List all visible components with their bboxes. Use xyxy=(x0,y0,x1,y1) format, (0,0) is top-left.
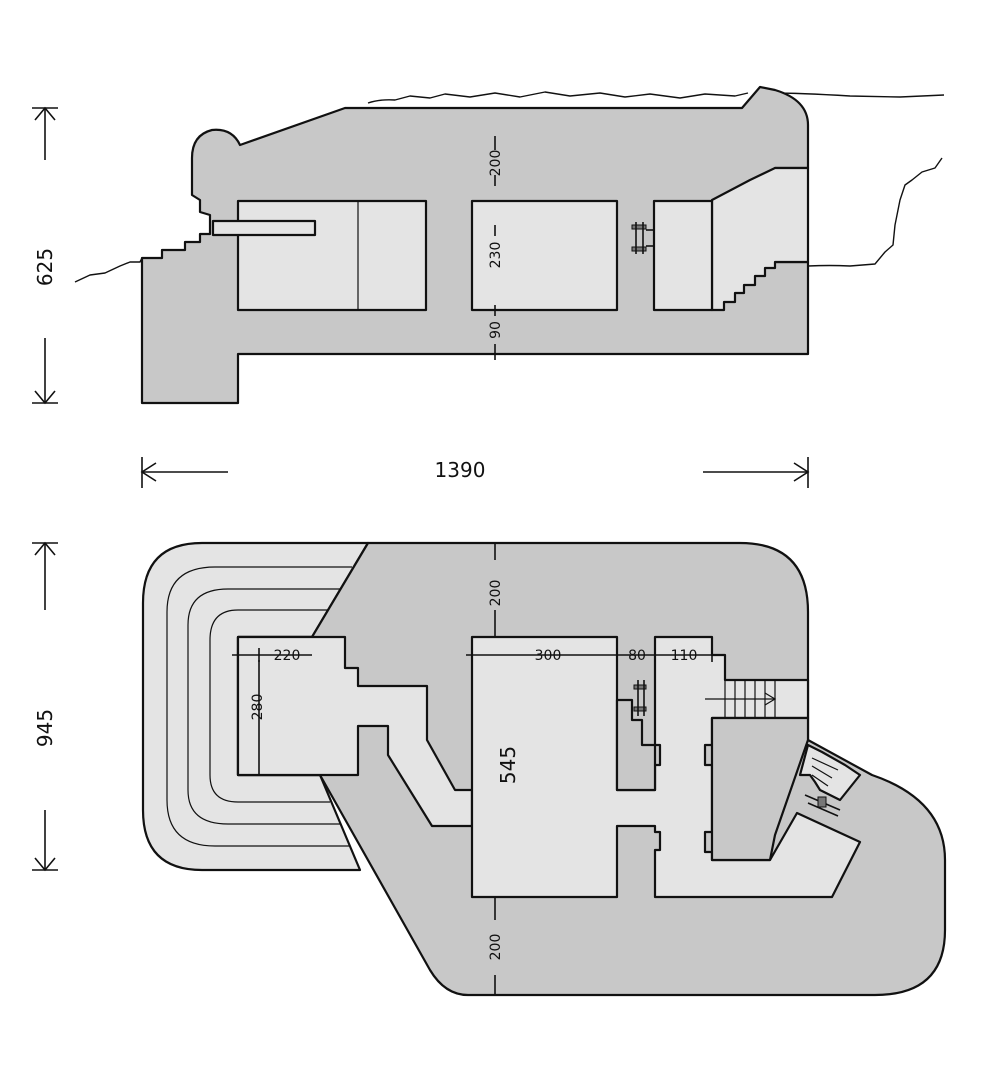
plan-guard-room xyxy=(615,698,657,792)
dim-room-height: 230 xyxy=(488,242,504,269)
plan-view: 200 200 220 280 300 545 80 110 945 xyxy=(32,541,947,997)
dim-corridor: 110 xyxy=(671,648,698,664)
plan-stepped-approach xyxy=(141,541,370,872)
plan-door-symbol xyxy=(633,680,647,716)
dim-main-room-width: 300 xyxy=(535,648,562,664)
section-embrasure xyxy=(211,219,317,237)
plan-door-symbol-entrance xyxy=(804,794,841,817)
overall-length-label: 1390 xyxy=(435,458,486,482)
section-room-left xyxy=(236,199,428,312)
dim-floor: 90 xyxy=(488,321,504,339)
overall-width-label: 945 xyxy=(33,709,57,747)
section-door-symbol xyxy=(631,222,654,254)
terrain-top xyxy=(367,91,945,104)
section-view: 200 230 90 625 xyxy=(32,85,945,405)
dim-small-room-depth: 280 xyxy=(250,694,266,721)
dim-back-wall: 200 xyxy=(488,934,504,961)
dim-overall-length: 1390 xyxy=(140,457,810,488)
plan-stair xyxy=(705,680,777,718)
dim-overall-width: 945 xyxy=(32,541,58,872)
dim-partition: 80 xyxy=(628,648,646,664)
section-entrance-ramp xyxy=(710,166,810,312)
dim-overall-height: 625 xyxy=(32,106,58,405)
section-room-right xyxy=(652,199,714,312)
dim-small-room-width: 220 xyxy=(274,648,301,664)
dim-front-wall: 200 xyxy=(488,580,504,607)
section-room-main xyxy=(470,199,619,312)
dim-top-wall: 200 xyxy=(488,150,504,177)
terrain-right xyxy=(807,157,943,267)
overall-height-label: 625 xyxy=(33,248,57,286)
dim-main-room-length: 545 xyxy=(496,746,520,784)
terrain-left xyxy=(74,257,143,283)
plan-right-block xyxy=(710,716,810,862)
